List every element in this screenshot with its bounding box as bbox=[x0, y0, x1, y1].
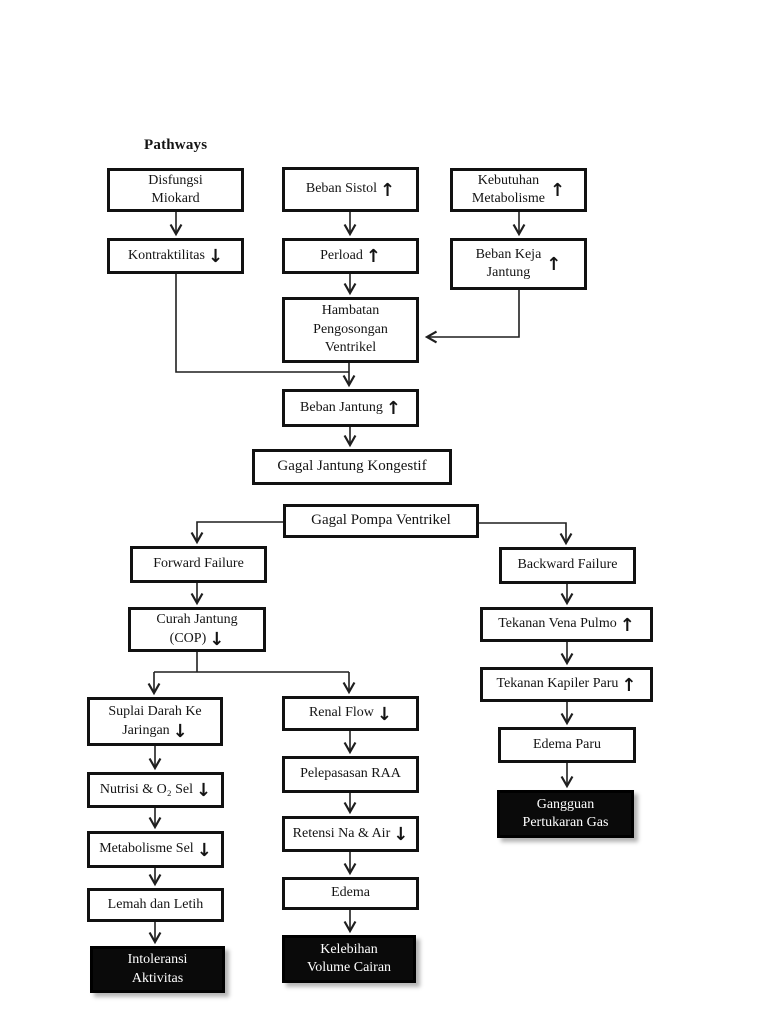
node-tekanan-kapiler-paru: Tekanan Kapiler Paru↑ bbox=[480, 667, 653, 702]
up-arrow-icon: ↑ bbox=[546, 254, 562, 275]
node-tekanan-vena-pulmo: Tekanan Vena Pulmo↑ bbox=[480, 607, 653, 642]
connector-line bbox=[190, 521, 283, 545]
node-beban-jantung: Beban Jantung↑ bbox=[282, 389, 419, 427]
node-label: Gangguan bbox=[536, 796, 595, 812]
connector-line bbox=[479, 522, 573, 546]
node-label: Kelebihan bbox=[320, 941, 378, 957]
up-arrow-icon: ↑ bbox=[385, 398, 401, 419]
node-renal-flow: Renal Flow↓ bbox=[282, 696, 419, 731]
node-gagal-jantung-kongestif: Gagal Jantung Kongestif bbox=[252, 449, 452, 485]
down-arrow-icon: ↓ bbox=[393, 824, 409, 845]
node-label: Metabolisme bbox=[471, 191, 545, 206]
node-label: Suplai Darah Ke bbox=[108, 704, 202, 720]
node-label: Perload bbox=[320, 247, 363, 263]
node-label: (COP) bbox=[169, 630, 207, 646]
node-label: Miokard bbox=[151, 191, 200, 206]
node-label: Metabolisme Sel bbox=[99, 841, 194, 857]
node-label: Retensi Na & Air bbox=[292, 825, 391, 841]
node-backward-failure: Backward Failure bbox=[499, 547, 636, 584]
down-arrow-icon: ↓ bbox=[209, 628, 225, 650]
node-label: Tekanan Vena Pulmo bbox=[498, 616, 617, 632]
node-kontraktilitas: Kontraktilitas↓ bbox=[107, 238, 244, 274]
node-label: Edema bbox=[331, 885, 370, 901]
node-label: Beban Sistol bbox=[305, 181, 378, 197]
up-arrow-icon: ↑ bbox=[550, 180, 566, 201]
page-title: Pathways bbox=[144, 137, 208, 153]
node-edema-paru: Edema Paru bbox=[498, 727, 636, 763]
node-label: Aktivitas bbox=[131, 970, 184, 986]
down-arrow-icon: ↓ bbox=[172, 720, 188, 742]
node-label: Pengosongan bbox=[313, 321, 388, 337]
node-label: Disfungsi bbox=[148, 172, 203, 188]
node-label: Volume Cairan bbox=[306, 960, 392, 975]
node-label: Backward Failure bbox=[517, 557, 618, 573]
node-label: Edema Paru bbox=[532, 736, 602, 752]
node-label: Kebutuhan bbox=[477, 172, 540, 188]
node-suplai-darah-ke-jaringan: Suplai Darah Ke Jaringan↓ bbox=[87, 697, 223, 746]
down-arrow-icon: ↓ bbox=[376, 703, 393, 725]
node-label: Jaringan bbox=[122, 722, 170, 738]
down-arrow-icon: ↓ bbox=[207, 246, 224, 267]
node-label: Ventrikel bbox=[324, 340, 377, 356]
node-lemah-dan-letih: Lemah dan Letih bbox=[87, 888, 224, 922]
node-label: Kontraktilitas bbox=[127, 247, 205, 263]
up-arrow-icon: ↑ bbox=[365, 246, 381, 267]
node-label: Gagal Jantung Kongestif bbox=[277, 458, 427, 475]
node-curah-jantung-cop: Curah Jantung (COP)↓ bbox=[128, 607, 266, 652]
node-pelepasasan-raa: Pelepasasan RAA bbox=[282, 756, 419, 793]
node-label: Nutrisi & O₂ Sel bbox=[99, 781, 194, 797]
node-retensi-na-air: Retensi Na & Air↓ bbox=[282, 816, 419, 852]
node-label: Jantung bbox=[486, 265, 531, 280]
node-label: Curah Jantung bbox=[156, 612, 238, 628]
node-label: Lemah dan Letih bbox=[107, 896, 204, 912]
node-label: Pertukaran Gas bbox=[522, 815, 609, 830]
down-arrow-icon: ↓ bbox=[196, 839, 212, 861]
up-arrow-icon: ↑ bbox=[621, 674, 637, 696]
node-label: Forward Failure bbox=[153, 556, 244, 572]
node-perload: Perload↑ bbox=[282, 238, 419, 274]
node-label: Intoleransi bbox=[127, 952, 188, 968]
up-arrow-icon: ↑ bbox=[380, 179, 396, 201]
node-edema: Edema bbox=[282, 877, 419, 910]
down-arrow-icon: ↓ bbox=[196, 780, 212, 801]
node-label: Hambatan bbox=[321, 303, 380, 319]
node-forward-failure: Forward Failure bbox=[130, 546, 267, 583]
node-label: Tekanan Kapiler Paru bbox=[496, 676, 619, 692]
connector-line bbox=[424, 290, 520, 344]
node-label: Beban Keja bbox=[475, 246, 542, 262]
node-label: Renal Flow bbox=[308, 705, 374, 721]
node-label: Beban Jantung bbox=[300, 399, 383, 415]
node-nutrisi-o2-sel: Nutrisi & O₂ Sel↓ bbox=[87, 772, 224, 808]
node-label: Pelepasasan RAA bbox=[300, 766, 401, 782]
node-label: Gagal Pompa Ventrikel bbox=[311, 512, 451, 529]
up-arrow-icon: ↑ bbox=[619, 614, 635, 636]
node-beban-sistol: Beban Sistol↑ bbox=[282, 167, 419, 212]
node-metabolisme-sel: Metabolisme Sel↓ bbox=[87, 831, 224, 868]
node-gagal-pompa-ventrikel: Gagal Pompa Ventrikel bbox=[283, 504, 479, 538]
